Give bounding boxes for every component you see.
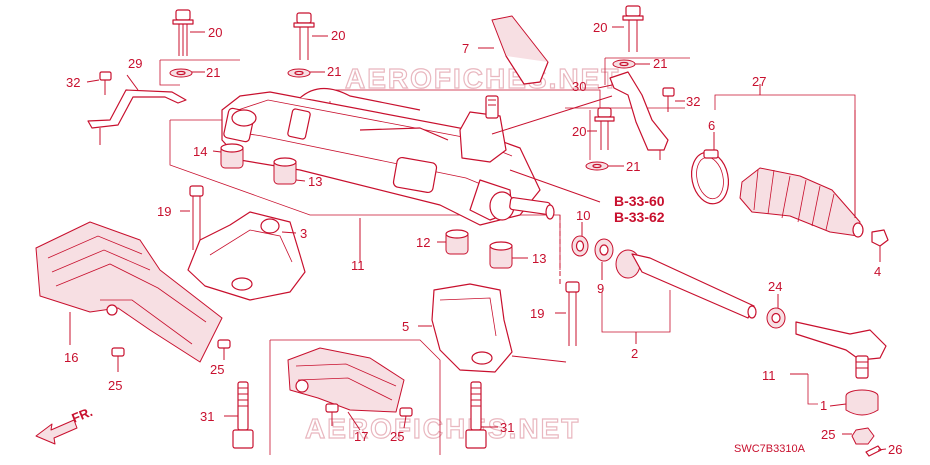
callout: 31 — [500, 420, 514, 435]
callout: 21 — [206, 65, 220, 80]
inner-tie-rod-2 — [601, 249, 757, 344]
callout: 9 — [597, 281, 604, 296]
bushing-15 — [212, 143, 244, 169]
callout: 3 — [300, 226, 307, 241]
callout: 10 — [576, 208, 590, 223]
bolt-20-left — [172, 9, 205, 56]
boot-1 — [829, 389, 879, 416]
callout: 13 — [532, 251, 546, 266]
bushing-14-lower — [489, 241, 528, 269]
callout: 25 — [210, 362, 224, 377]
heat-shield-16 — [35, 221, 223, 363]
steering-gearbox — [221, 87, 613, 262]
bracket-30 — [597, 71, 669, 160]
callout: 11 — [762, 368, 776, 383]
callout: 11 — [351, 258, 365, 273]
bolt-24-b — [217, 339, 231, 360]
callout: 24 — [768, 279, 782, 294]
callout: 26 — [888, 442, 902, 457]
front-direction-indicator: FR. — [35, 404, 95, 445]
arrow-left-icon — [35, 419, 78, 445]
callout: 5 — [402, 319, 409, 334]
callout: 29 — [128, 56, 142, 71]
callout: 7 — [462, 41, 469, 56]
drawing-code: SWC7B3310A — [734, 443, 806, 455]
callout: 32 — [686, 94, 700, 109]
callout: 6 — [708, 118, 715, 133]
reference-link[interactable]: B-33-62 — [614, 209, 665, 225]
reference-link[interactable]: B-33-60 — [614, 193, 665, 209]
tie-rod-end-11 — [790, 321, 887, 405]
clamp-6 — [690, 132, 730, 205]
bolt-24-a — [111, 347, 125, 372]
ring-10 — [571, 222, 589, 257]
callout: 4 — [874, 264, 881, 279]
bolt-20-right — [612, 5, 644, 52]
callout: 19 — [530, 306, 544, 321]
heat-shield-17 — [287, 347, 405, 431]
mount-bracket-3 — [187, 211, 306, 301]
bracket-29 — [87, 74, 187, 145]
bolt-20-lower-right — [587, 107, 615, 150]
cotter-pin-26 — [865, 445, 887, 457]
clip-4 — [871, 229, 889, 262]
callout: 20 — [572, 124, 586, 139]
bushing-13 — [437, 229, 469, 255]
callout: 31 — [200, 409, 214, 424]
bushing-14-upper — [273, 157, 306, 185]
callout: 25 — [108, 378, 122, 393]
washer-21-group — [169, 59, 650, 171]
callout: 14 — [193, 144, 207, 159]
watermark-bottom: AEROFICHES.NET — [305, 413, 580, 444]
callout: 25 — [390, 429, 404, 444]
callout: 20 — [208, 25, 222, 40]
steering-boot-27 — [714, 84, 864, 238]
nut-25 — [842, 427, 875, 445]
callout: 27 — [752, 74, 766, 89]
watermark-top: AEROFICHES.NET — [345, 63, 620, 94]
callout: 2 — [631, 346, 638, 361]
callout: 21 — [626, 159, 640, 174]
washer-9 — [594, 238, 614, 280]
bolt-32-right — [662, 87, 685, 112]
stud-31-left — [224, 381, 254, 449]
bolt-19-right — [555, 281, 580, 346]
bolt-32-left — [86, 71, 112, 95]
callout: 13 — [308, 174, 322, 189]
callout: 32 — [66, 75, 80, 90]
callout: 19 — [157, 204, 171, 219]
callout: 21 — [653, 56, 667, 71]
stud-31-right — [465, 381, 498, 449]
front-label: FR. — [70, 404, 95, 426]
callout: 25 — [821, 427, 835, 442]
callout: 12 — [416, 235, 430, 250]
callout: 20 — [593, 20, 607, 35]
bolt-24-c — [325, 403, 339, 426]
callout: 21 — [327, 64, 341, 79]
nut-22 — [766, 294, 786, 329]
callout: 1 — [820, 398, 827, 413]
bolt-20-mid — [293, 12, 328, 60]
callout: 20 — [331, 28, 345, 43]
dust-seal-7 — [478, 15, 549, 85]
callout: 30 — [572, 79, 586, 94]
bolt-24-d — [399, 407, 413, 429]
mount-bracket-5 — [418, 283, 567, 373]
callout: 16 — [64, 350, 78, 365]
callout: 17 — [354, 429, 368, 444]
